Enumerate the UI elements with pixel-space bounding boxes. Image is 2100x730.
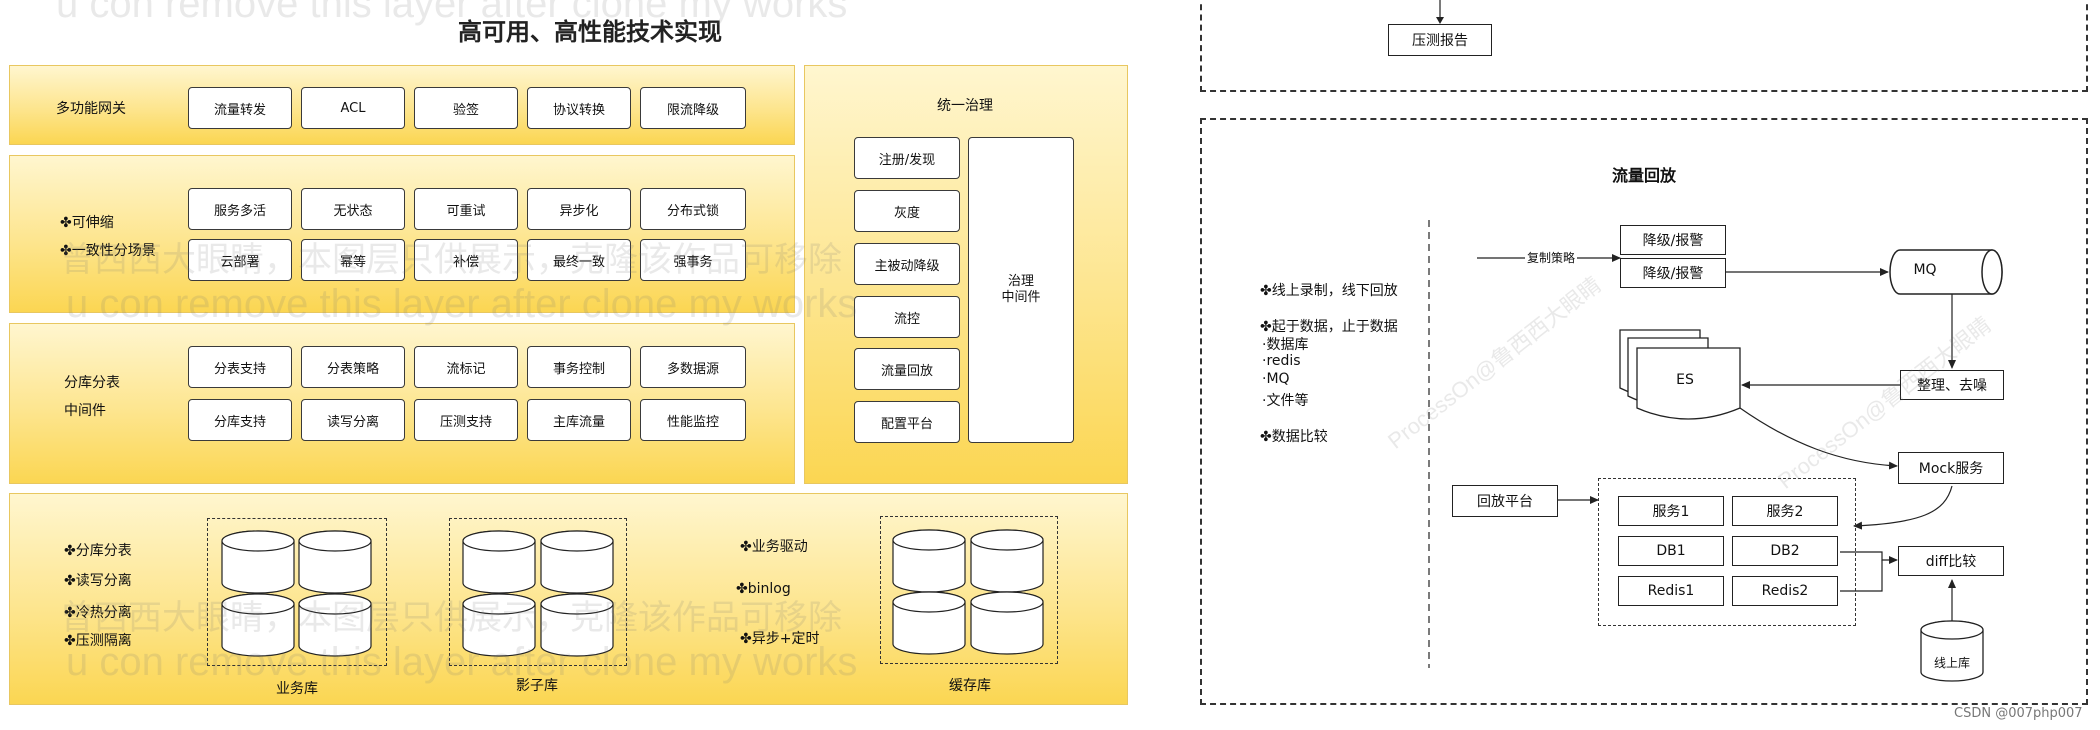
business-db-label: 业务库 [276,681,318,697]
governance-item-registry: 注册/发现 [854,137,960,179]
sharding-item-perf-monitor: 性能监控 [640,399,746,441]
gateway-item-acl: ACL [301,87,405,129]
cache-db-label: 缓存库 [949,678,991,694]
mq-cylinder [1889,249,2003,295]
gateway-item-traffic-forward: 流量转发 [188,87,292,129]
traffic-replay-title: 流量回放 [1611,166,1676,185]
sharding-item-stress-test: 压测支持 [414,399,518,441]
scaling-item-distributed-lock: 分布式锁 [640,188,746,230]
replay-bullet-compare: ✤数据比较 [1260,429,1328,445]
governance-item-gray: 灰度 [854,190,960,232]
sharding-item-rw-split: 读写分离 [301,399,405,441]
storage-bullet-binlog: ✤binlog [736,581,791,597]
left-diagram-title: 高可用、高性能技术实现 [458,18,722,46]
scaling-item-multi-active: 服务多活 [188,188,292,230]
sharding-item-flow-tag: 流标记 [414,346,518,388]
stress-report-box: 压测报告 [1388,24,1492,56]
redis2-to-diff-arrow [1840,560,1883,592]
storage-bullet-isolation: ✤压测隔离 [64,633,132,649]
mq-label: MQ [1913,262,1937,278]
scaling-item-async: 异步化 [527,188,631,230]
replay-bullet-database: ·数据库 [1262,337,1309,353]
storage-bullet-async-timer: ✤异步+定时 [740,631,820,647]
business-db-group [207,518,387,666]
copy-strategy-label: 复制策略 [1525,249,1578,266]
shadow-db-group [449,518,627,666]
mock-service-box: Mock服务 [1898,452,2004,484]
cylinder-group-cache [892,529,1044,655]
scaling-item-eventual-consistency: 最终一致 [527,239,631,281]
replay-bullet-record: ✤线上录制，线下回放 [1260,283,1398,299]
sharding-label-line1: 分库分表 [64,375,120,391]
sharding-item-table: 分表支持 [188,346,292,388]
mock-to-service-curve [1853,485,1953,530]
online-db-label: 线上库 [1933,656,1970,670]
csdn-credit: CSDN @007php007 [1954,706,2083,721]
governance-item-config-platform: 配置平台 [854,401,960,443]
scaling-item-cloud-deploy: 云部署 [188,239,292,281]
db2-to-diff-arrow [1840,551,1898,564]
traffic-replay-frame [1200,118,2088,705]
cache-db-group [880,516,1058,664]
governance-middleware-box: 治理 中间件 [968,137,1074,443]
redis2-box: Redis2 [1732,576,1838,606]
storage-cylinders [221,529,1044,657]
storage-bullet-rw-split: ✤读写分离 [64,573,132,589]
diff-compare-box: diff比较 [1898,546,2004,576]
governance-middleware-label: 治理 中间件 [1001,274,1041,305]
replay-bullet-redis: ·redis [1262,353,1301,369]
stress-report-connector [1436,0,1444,24]
sharding-item-tx-control: 事务控制 [527,346,631,388]
governance-item-degrade: 主被动降级 [854,243,960,285]
scaling-item-idempotent: 幂等 [301,239,405,281]
scaling-item-strong-transaction: 强事务 [640,239,746,281]
sharding-item-multi-datasource: 多数据源 [640,346,746,388]
scaling-bullet-scalable: ✤可伸缩 [60,215,114,231]
gateway-label: 多功能网关 [56,101,126,117]
scaling-panel [9,155,795,313]
shadow-db-label: 影子库 [516,678,558,694]
replay-connectors [1428,220,2003,682]
storage-bullet-hot-cold: ✤冷热分离 [64,605,132,621]
online-db-cylinder [1920,620,1984,682]
sharding-item-master-traffic: 主库流量 [527,399,631,441]
db1-box: DB1 [1618,536,1724,566]
sharding-item-db: 分库支持 [188,399,292,441]
replay-platform-box: 回放平台 [1452,485,1558,517]
stress-report-frame [1200,0,2088,92]
scaling-item-stateless: 无状态 [301,188,405,230]
db2-box: DB2 [1732,536,1838,566]
sharding-item-table-strategy: 分表策略 [301,346,405,388]
storage-bullet-business-driven: ✤业务驱动 [740,539,808,555]
es-label: ES [1676,372,1694,388]
governance-item-traffic-replay: 流量回放 [854,348,960,390]
service-2-box: 服务2 [1732,496,1838,526]
replay-bullet-files: ·文件等 [1262,393,1309,409]
replay-services-group [1598,478,1856,626]
degrade-alert-box-2: 降级/报警 [1620,258,1726,288]
governance-item-flow-control: 流控 [854,296,960,338]
governance-title: 统一治理 [937,98,993,114]
gateway-item-signature: 验签 [414,87,518,129]
service-1-box: 服务1 [1618,496,1724,526]
redis1-box: Redis1 [1618,576,1724,606]
gateway-item-protocol: 协议转换 [527,87,631,129]
sharding-label-line2: 中间件 [64,403,106,419]
es-to-mock-curve [1739,407,1898,470]
cleanup-box: 整理、去噪 [1900,370,2004,400]
es-document-stack [1619,329,1741,420]
cylinder-group-business [221,530,372,657]
storage-bullet-sharding: ✤分库分表 [64,543,132,559]
gateway-item-ratelimit: 限流降级 [640,87,746,129]
replay-bullet-data: ✤起于数据，止于数据 [1260,319,1398,335]
scaling-bullet-consistency: ✤一致性分场景 [60,243,156,259]
cylinder-group-shadow [462,530,614,657]
replay-bullet-mq: ·MQ [1262,371,1290,387]
degrade-alert-box-1: 降级/报警 [1620,225,1726,255]
scaling-item-retryable: 可重试 [414,188,518,230]
scaling-item-compensation: 补偿 [414,239,518,281]
